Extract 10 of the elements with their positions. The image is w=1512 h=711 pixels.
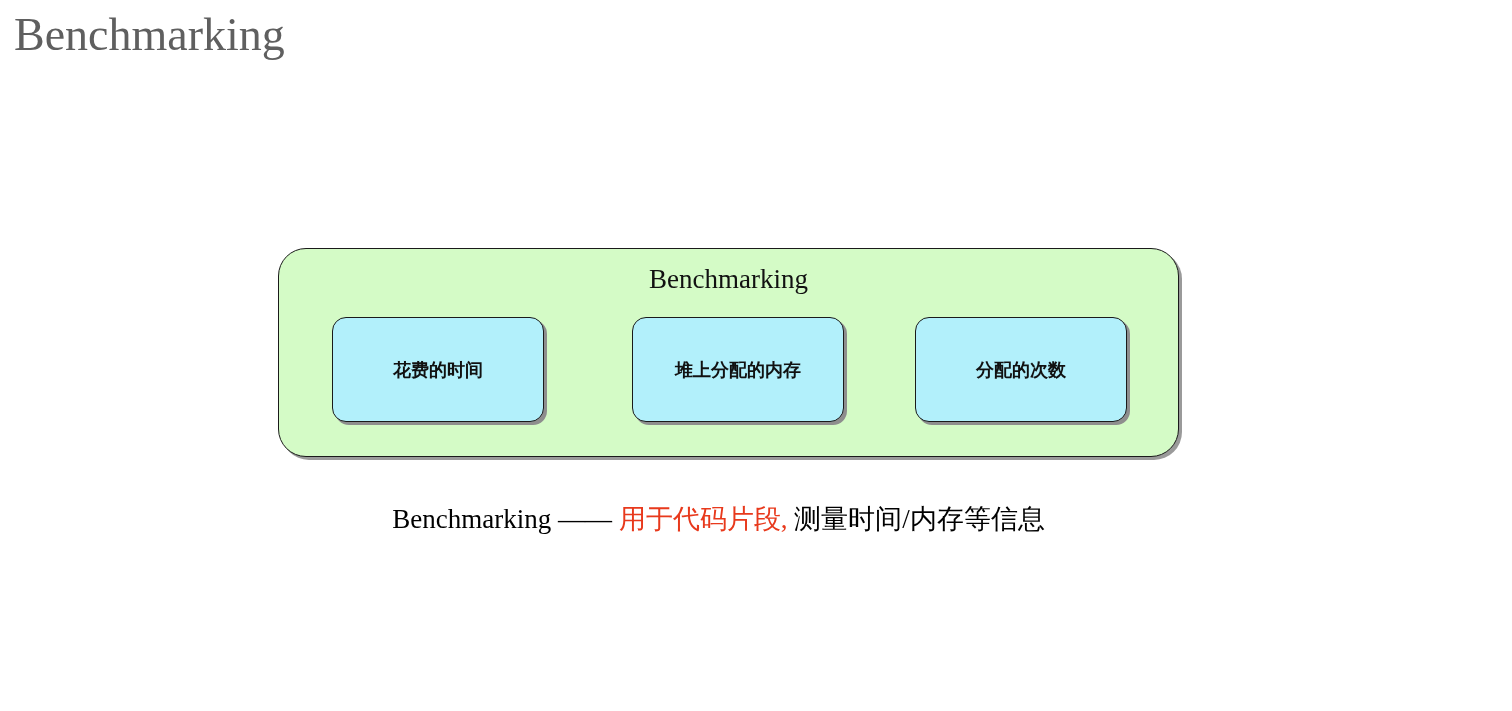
process-box	[915, 317, 1127, 422]
caption-text: Benchmarking —— 用于代码片段, 测量时间/内存等信息	[392, 504, 1045, 534]
process-box	[632, 317, 844, 422]
group-heading: Benchmarking	[649, 264, 808, 294]
box-label: 花费的时间	[393, 357, 483, 382]
box-label: 分配的次数	[976, 357, 1066, 382]
page-title: Benchmarking	[14, 10, 285, 61]
group-box	[278, 248, 1179, 457]
process-box	[332, 317, 544, 422]
box-label: 堆上分配的内存	[675, 357, 801, 382]
